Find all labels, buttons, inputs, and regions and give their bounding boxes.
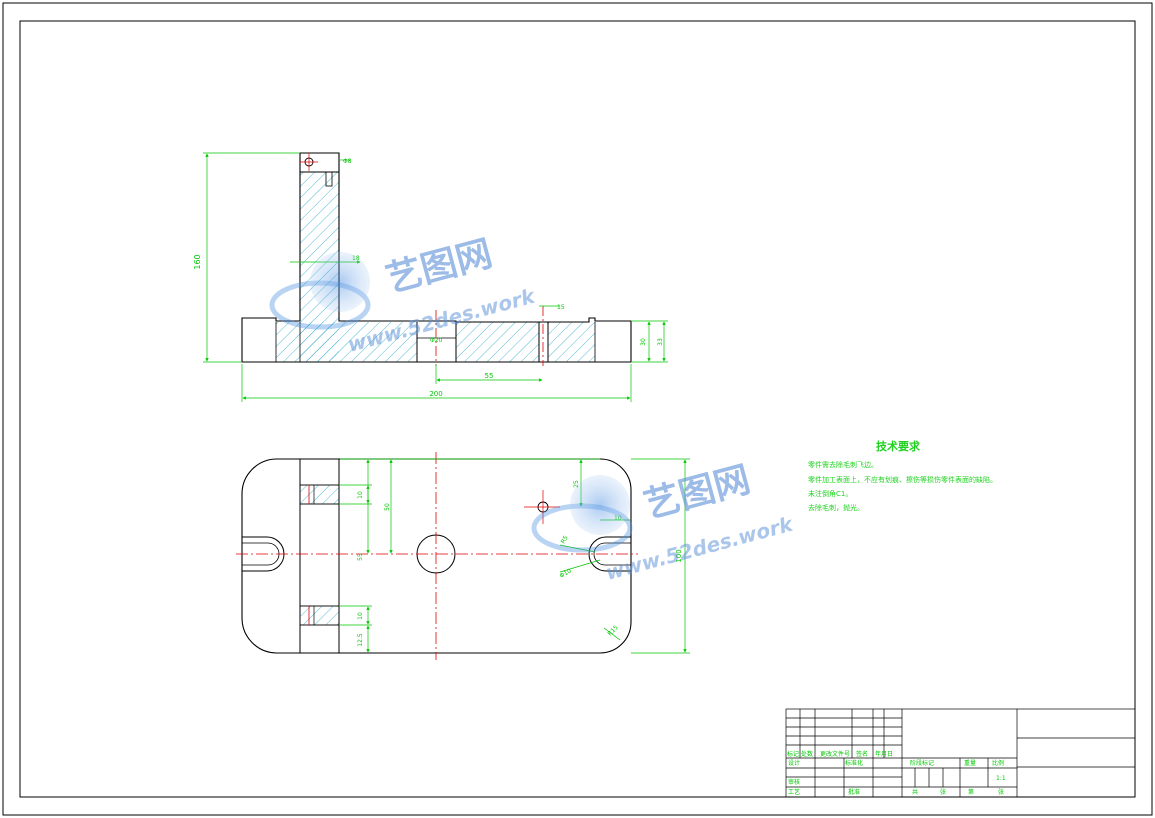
dim-hole-d8: Φ8 [343, 158, 352, 165]
watermark-brand-1: 艺图网 [382, 233, 497, 301]
dim-pocket-bot: 10 [357, 612, 364, 620]
dim-height-total: 160 [193, 254, 202, 269]
top-view [236, 452, 638, 660]
tb-h3: 更改文件号 [820, 750, 850, 758]
tb-s1: 阶段标记 [910, 759, 934, 767]
watermark-2: 艺图网 www.52des.work [531, 459, 797, 585]
title-block [785, 708, 1136, 798]
tb-b3: 第 [968, 788, 974, 796]
front-outline [241, 152, 632, 363]
dim-base-h2: 33 [657, 338, 664, 346]
tb-scale: 1:1 [996, 775, 1006, 782]
watermark-brand-2: 艺图网 [640, 459, 755, 527]
hatch-base-mid [456, 322, 539, 362]
tech-title: 技术要求 [876, 440, 920, 453]
dim-y50: 50 [384, 503, 391, 511]
tb-h2: 处数 [801, 750, 813, 758]
tb-r3: 审核 [788, 778, 800, 786]
tech-item-2: 零件加工表面上，不应有划痕、擦伤等损伤零件表面的缺陷。 [808, 476, 997, 484]
title-block-text: 标记 处数 更改文件号 签名 年月日 设计 标准化 审核 工艺 批准 阶段标记 … [787, 750, 1006, 796]
dim-pocket-top: 10 [357, 491, 364, 499]
dim-width-100: 100 [675, 549, 683, 562]
tb-h1: 标记 [787, 750, 799, 758]
tb-s2: 重量 [964, 759, 976, 767]
tech-item-3: 未注倒角C1。 [808, 490, 853, 498]
dim-y55: 55 [357, 553, 364, 561]
dim-hole-d20: Φ20 [430, 337, 443, 344]
dim-small-w: 15 [557, 304, 565, 311]
watermark-url-2: www.52des.work [603, 511, 797, 584]
tb-r4: 工艺 [788, 788, 800, 796]
hatch-base-left [276, 322, 417, 362]
top-outline [241, 458, 632, 654]
tb-b1: 共 [912, 788, 918, 796]
dim-base-h: 30 [640, 338, 647, 346]
tb-s3: 比例 [992, 759, 1004, 767]
dim-slot-offset: 55 [485, 372, 494, 380]
dim-r-top: 25 [573, 480, 580, 488]
hatch-base-right [548, 322, 595, 362]
dim-r-slot: R5 [560, 534, 570, 545]
tech-item-1: 零件需去除毛刺飞边。 [808, 461, 878, 469]
tb-r1: 设计 [788, 759, 800, 767]
tb-b2: 张 [940, 788, 946, 796]
tech-item-4: 去除毛刺，抛光。 [808, 504, 864, 512]
tb-h5: 年月日 [875, 750, 893, 758]
dim-edge-12-5: 12.5 [357, 633, 364, 647]
inner-frame [19, 20, 1136, 798]
tb-r2: 标准化 [845, 759, 863, 767]
tb-h4: 签名 [856, 750, 868, 758]
dim-overall-len: 200 [429, 390, 442, 398]
dim-slot-d: Φ10 [559, 567, 573, 579]
dim-corner-r: R15 [606, 624, 619, 637]
tb-r5: 批准 [848, 788, 860, 796]
tb-b4: 张 [998, 788, 1004, 796]
front-section-view [241, 152, 632, 366]
